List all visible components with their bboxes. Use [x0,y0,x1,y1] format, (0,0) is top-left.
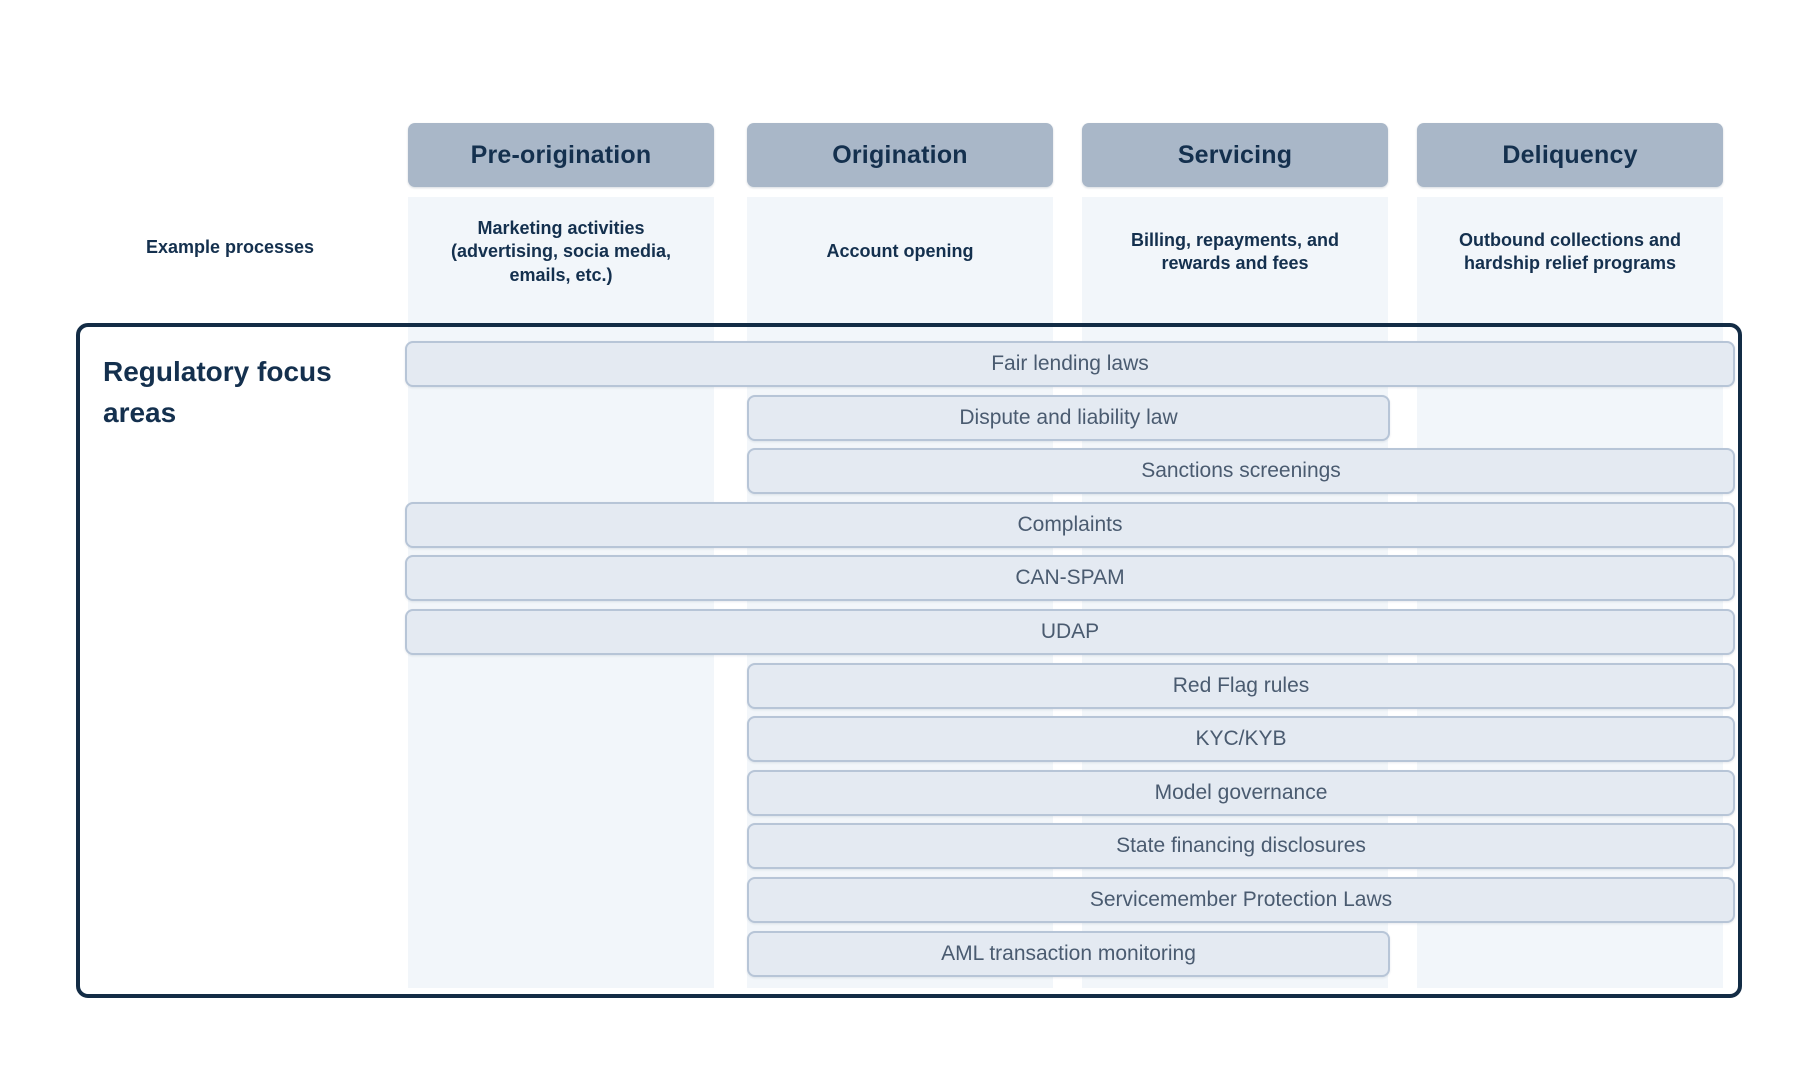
column-header-pre-origination: Pre-origination [408,123,714,187]
example-processes-label: Example processes [145,236,315,257]
column-header-origination: Origination [747,123,1053,187]
example-process-origination: Account opening [826,241,974,262]
bar-fair-lending-laws: Fair lending laws [405,341,1735,387]
regulatory-focus-title: Regulatory focus areas [103,356,332,428]
example-process-deliquency: Outbound collections and hardship relief… [1459,229,1681,273]
bar-can-spam: CAN-SPAM [405,555,1735,601]
bar-servicemember-protection-laws: Servicemember Protection Laws [747,877,1735,923]
example-process-pre-origination: Marketing activities (advertising, socia… [450,217,672,285]
bar-udap: UDAP [405,609,1735,655]
bar-aml-transaction-monitoring: AML transaction monitoring [747,931,1390,977]
bar-model-governance: Model governance [747,770,1735,816]
regulatory-focus-box [76,323,1742,998]
column-header-servicing: Servicing [1082,123,1388,187]
bar-sanctions-screenings: Sanctions screenings [747,448,1735,494]
bar-state-financing-disclosures: State financing disclosures [747,823,1735,869]
bar-red-flag-rules: Red Flag rules [747,663,1735,709]
column-header-deliquency: Deliquency [1417,123,1723,187]
example-process-servicing: Billing, repayments, and rewards and fee… [1130,229,1340,273]
bar-kyc-kyb: KYC/KYB [747,716,1735,762]
bar-dispute-and-liability-law: Dispute and liability law [747,395,1390,441]
bar-complaints: Complaints [405,502,1735,548]
